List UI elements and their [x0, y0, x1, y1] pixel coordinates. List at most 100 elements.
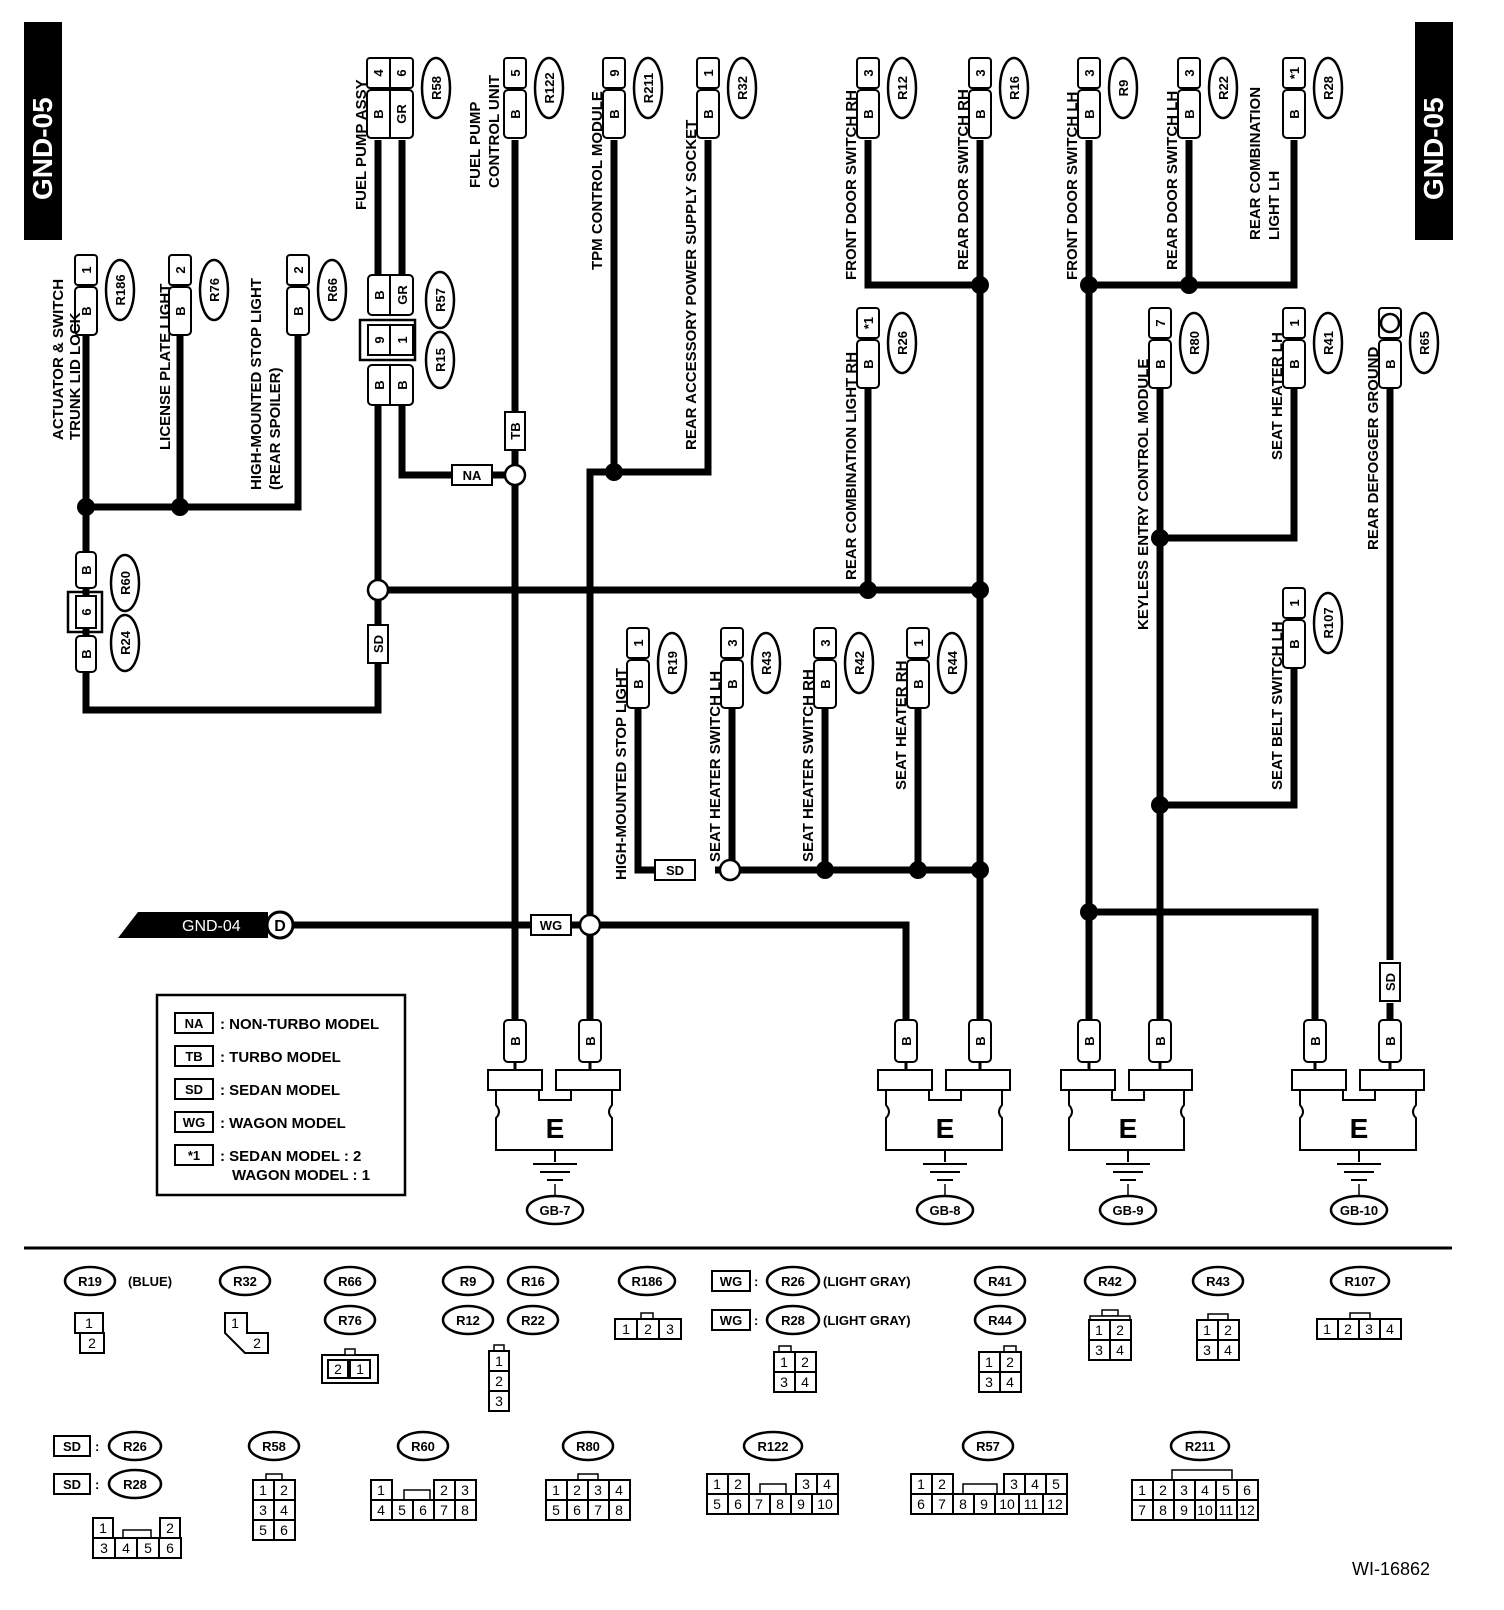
svg-text:REAR COMBINATION: REAR COMBINATION	[1247, 87, 1264, 240]
svg-text:REAR COMBINATION LIGHT RH: REAR COMBINATION LIGHT RH	[843, 352, 860, 580]
svg-text:4: 4	[1116, 1342, 1124, 1358]
svg-text:B: B	[861, 109, 876, 118]
svg-text:2: 2	[801, 1354, 809, 1370]
svg-text:R211: R211	[1185, 1439, 1215, 1454]
svg-text:R80: R80	[576, 1439, 600, 1454]
view-r57: R57 1 2 3 4 5 6 7 8 9 10 11 12	[910, 1430, 1068, 1515]
svg-text:R32: R32	[735, 76, 750, 100]
tag-tb: TB	[504, 411, 526, 451]
svg-text:1: 1	[79, 266, 94, 273]
svg-text:: NON-TURBO MODEL: : NON-TURBO MODEL	[220, 1016, 379, 1033]
svg-text:9: 9	[372, 336, 387, 343]
svg-text:B: B	[631, 679, 646, 688]
svg-text:B: B	[1182, 109, 1197, 118]
svg-text:: TURBO MODEL: : TURBO MODEL	[220, 1049, 341, 1066]
svg-text:KEYLESS ENTRY CONTROL MODULE: KEYLESS ENTRY CONTROL MODULE	[1135, 359, 1152, 630]
svg-text:3: 3	[1082, 69, 1097, 76]
svg-text:WG: WG	[720, 1313, 742, 1328]
view-r80: R80 1 2 3 4 5 6 7 8	[545, 1430, 631, 1521]
svg-text:4: 4	[801, 1374, 809, 1390]
svg-text:8: 8	[1159, 1502, 1167, 1518]
tag-sd-r65: SD	[1379, 962, 1401, 1002]
svg-text:SEAT HEATER SWITCH LH: SEAT HEATER SWITCH LH	[707, 671, 724, 862]
svg-text:6: 6	[79, 608, 94, 615]
svg-text:B: B	[973, 109, 988, 118]
svg-text:9: 9	[1180, 1502, 1188, 1518]
svg-text:8: 8	[959, 1496, 967, 1512]
svg-text:GB-9: GB-9	[1112, 1203, 1143, 1218]
svg-text:1: 1	[713, 1476, 721, 1492]
svg-text:3: 3	[725, 639, 740, 646]
svg-text:1: 1	[231, 1315, 239, 1331]
view-r42: R42 1 2 3 4	[1083, 1265, 1137, 1361]
svg-text:R186: R186	[113, 274, 128, 305]
svg-text:B: B	[371, 109, 386, 118]
svg-text:R122: R122	[542, 72, 557, 103]
svg-text:R58: R58	[429, 76, 444, 100]
svg-text:1: 1	[259, 1482, 267, 1498]
svg-text::: :	[754, 1313, 758, 1328]
svg-text:R41: R41	[1321, 331, 1336, 355]
svg-text:REAR DOOR SWITCH RH: REAR DOOR SWITCH RH	[955, 89, 972, 270]
svg-text:: SEDAN MODEL: : SEDAN MODEL	[220, 1082, 340, 1099]
svg-text:: SEDAN MODEL : 2: : SEDAN MODEL : 2	[220, 1148, 361, 1165]
view-r122: R122 1 2 3 4 5 6 7 8 9 10	[706, 1430, 839, 1515]
svg-text::: :	[754, 1274, 758, 1289]
legend-sd: SD: SEDAN MODEL	[174, 1078, 340, 1100]
svg-text:3: 3	[1203, 1342, 1211, 1358]
svg-text:B: B	[508, 1036, 523, 1045]
svg-text:R19: R19	[78, 1274, 102, 1289]
svg-text:3: 3	[1365, 1321, 1373, 1337]
svg-text:B: B	[79, 649, 94, 658]
svg-text:R107: R107	[1321, 607, 1336, 638]
svg-text:R43: R43	[759, 651, 774, 675]
svg-text:FRONT DOOR SWITCH LH: FRONT DOOR SWITCH LH	[1064, 92, 1081, 280]
svg-text:6: 6	[394, 69, 409, 76]
svg-text:7: 7	[938, 1496, 946, 1512]
svg-text:R44: R44	[945, 650, 960, 675]
svg-text:1: 1	[1095, 1322, 1103, 1338]
tag-sd-r19: SD	[654, 859, 696, 881]
svg-text:B: B	[911, 679, 926, 688]
svg-text:FRONT DOOR SWITCH RH: FRONT DOOR SWITCH RH	[843, 90, 860, 280]
svg-text:1: 1	[395, 336, 410, 343]
svg-text::: :	[95, 1439, 99, 1454]
svg-text:2: 2	[644, 1321, 652, 1337]
svg-text:B: B	[291, 306, 306, 315]
svg-text:B: B	[818, 679, 833, 688]
svg-text:SEAT BELT SWITCH LH: SEAT BELT SWITCH LH	[1269, 621, 1286, 790]
svg-text:R60: R60	[411, 1439, 435, 1454]
svg-text:R26: R26	[895, 331, 910, 355]
view-r9-r16-r12-r22: R9 R16 R12 R22 1 2 3	[441, 1265, 560, 1412]
gnd-04-label: GND-04	[182, 918, 241, 935]
svg-text:R107: R107	[1344, 1274, 1375, 1289]
tag-wg: WG	[530, 914, 572, 936]
connector-views: R19 (BLUE) 1 2 R32 1 2 R66 R76 2 1 R9 R1…	[53, 1265, 1402, 1559]
svg-text:WG: WG	[540, 918, 562, 933]
svg-text::: :	[95, 1477, 99, 1492]
svg-text:B: B	[79, 565, 94, 574]
svg-text:B: B	[395, 380, 410, 389]
svg-text:1: 1	[356, 1361, 364, 1377]
svg-text:3: 3	[985, 1374, 993, 1390]
view-wg-r26-r28: WG : R26 (LIGHT GRAY) WG : R28 (LIGHT GR…	[711, 1265, 911, 1393]
joint-connector-r57-r15: B GR 9 1 B B R57 R15	[358, 270, 456, 406]
svg-text:3: 3	[461, 1482, 469, 1498]
svg-text:*1: *1	[861, 317, 876, 329]
svg-text:B: B	[508, 109, 523, 118]
svg-text:2: 2	[573, 1482, 581, 1498]
svg-text:2: 2	[291, 266, 306, 273]
svg-text:1: 1	[985, 1354, 993, 1370]
svg-text:4: 4	[280, 1502, 288, 1518]
svg-text:8: 8	[776, 1496, 784, 1512]
svg-text:4: 4	[1031, 1476, 1039, 1492]
svg-text:9: 9	[980, 1496, 988, 1512]
svg-text:3: 3	[1010, 1476, 1018, 1492]
view-r107: R107 1 2 3 4	[1316, 1265, 1402, 1340]
